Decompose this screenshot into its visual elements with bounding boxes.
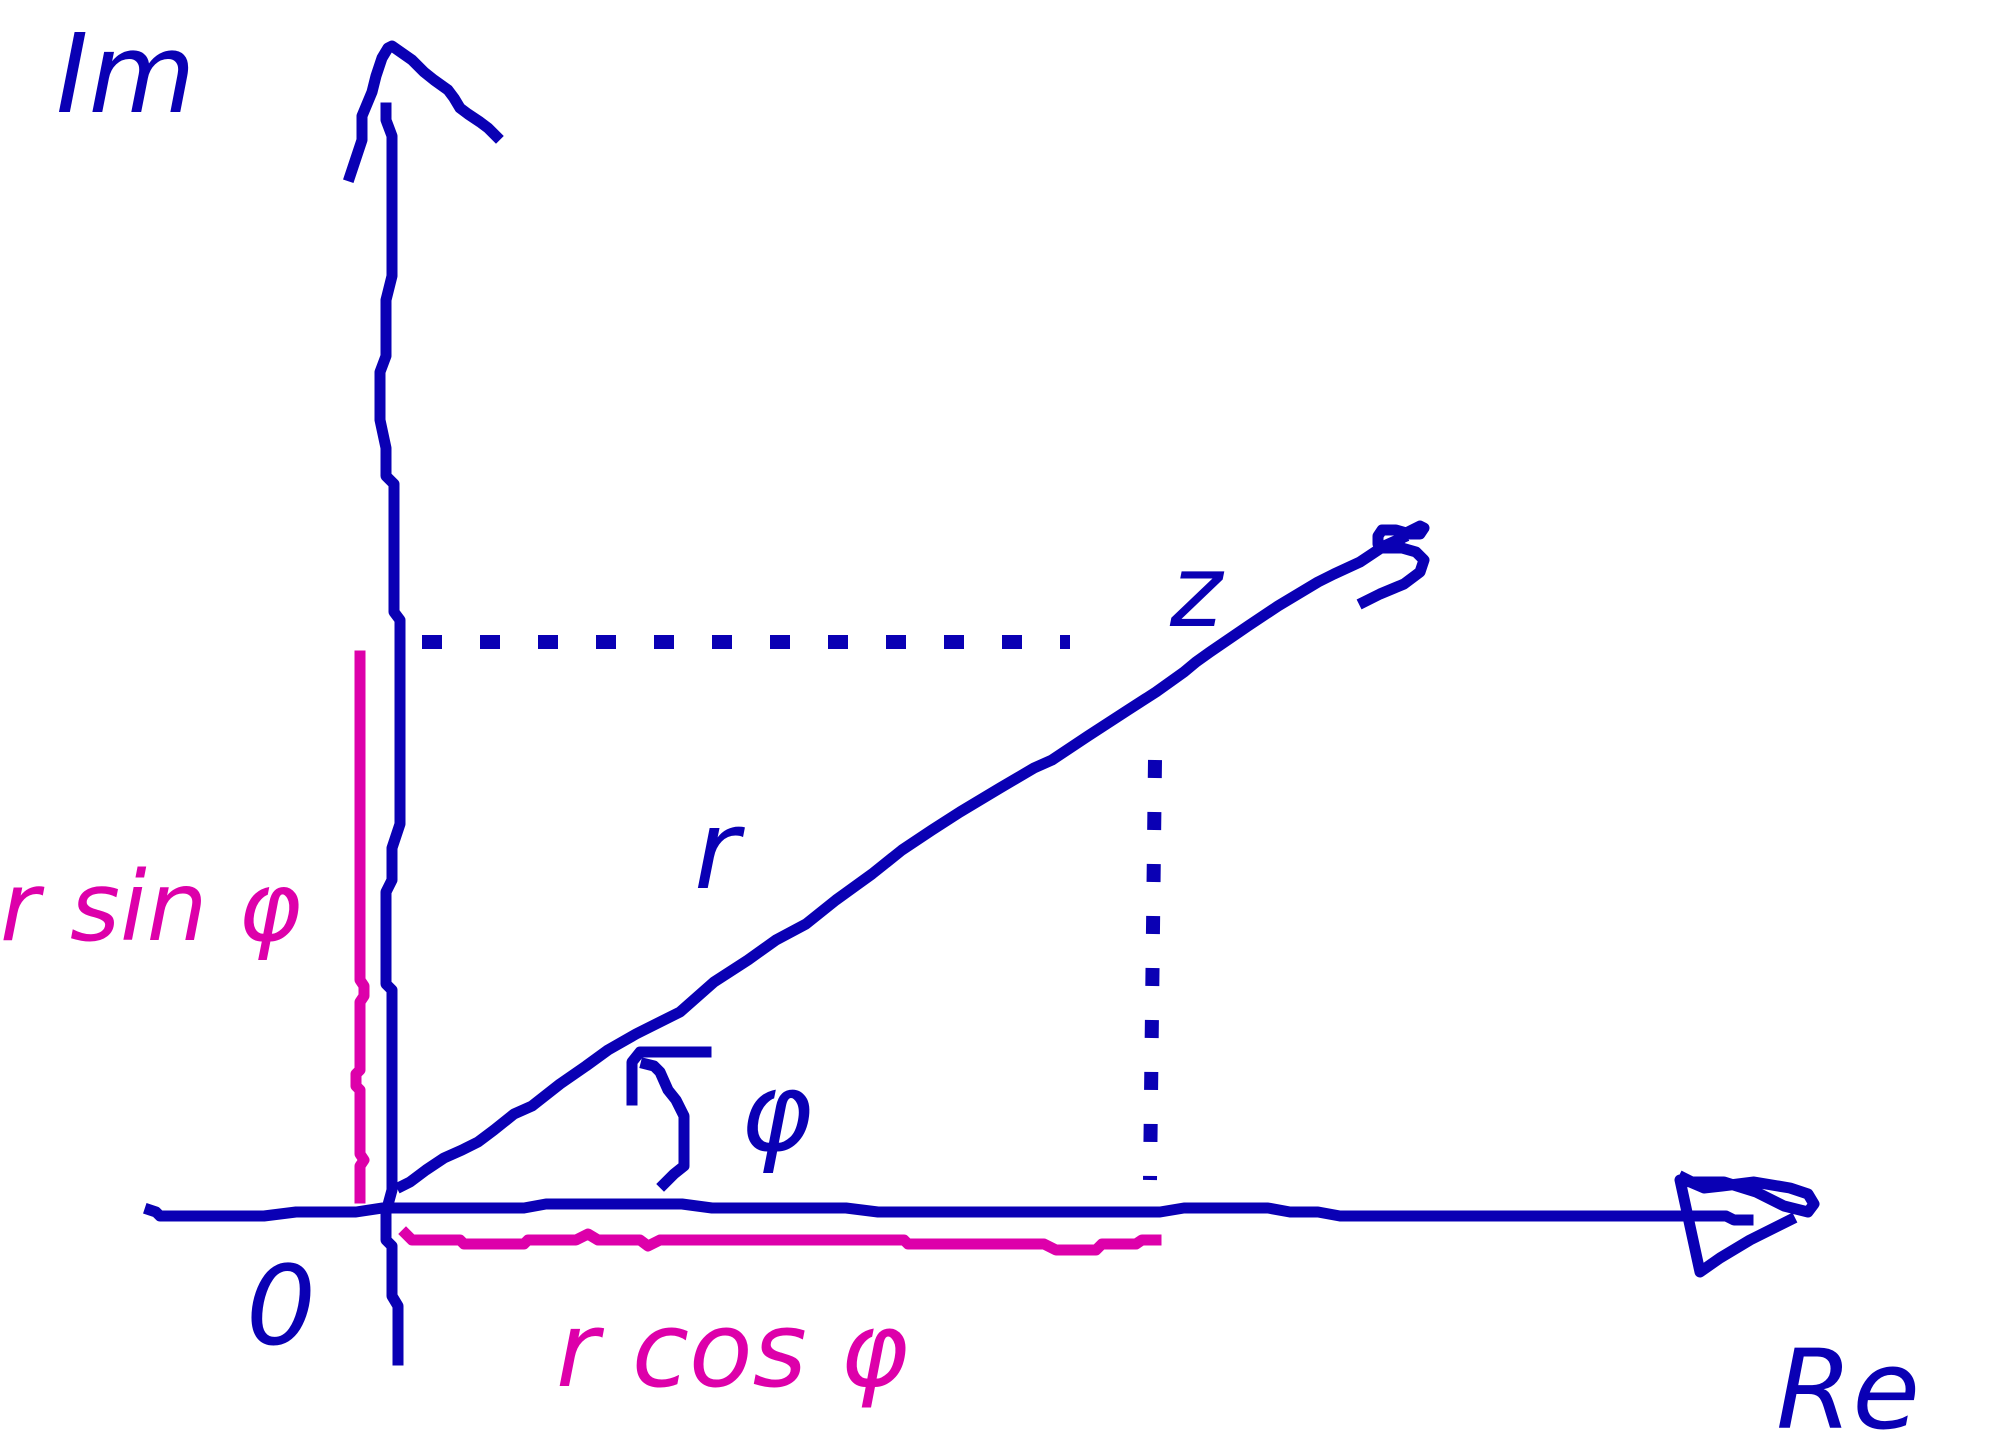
r-cos-phi-bracket <box>398 1226 1162 1256</box>
real-axis-line <box>143 1198 1754 1226</box>
imaginary-axis <box>343 40 504 1366</box>
vertical-dotted-line <box>1143 759 1162 1181</box>
radius-tip-curl <box>1356 520 1430 610</box>
r-sin-phi-label: r sin φ <box>0 851 301 963</box>
radius-vector <box>394 520 1430 1194</box>
real-axis-label: Re <box>1776 1326 1920 1446</box>
radius-line <box>394 530 1410 1194</box>
r-cos-phi-label: r cos φ <box>556 1289 908 1411</box>
origin-label: 0 <box>246 1242 316 1370</box>
angle-arc <box>639 1057 690 1192</box>
r-sin-phi-bracket <box>350 650 370 1204</box>
imaginary-axis-arrowhead <box>343 40 504 183</box>
point-z-label: z <box>1169 533 1225 650</box>
radius-label: r <box>694 786 745 914</box>
angle-label: φ <box>740 1048 813 1176</box>
imaginary-axis-label: Im <box>56 10 196 138</box>
angle-arc-arrow <box>626 1046 712 1106</box>
real-axis-arrowhead <box>1674 1170 1820 1278</box>
real-axis <box>143 1170 1820 1278</box>
imaginary-axis-line <box>374 102 406 1366</box>
projection-lines <box>422 635 1162 1181</box>
